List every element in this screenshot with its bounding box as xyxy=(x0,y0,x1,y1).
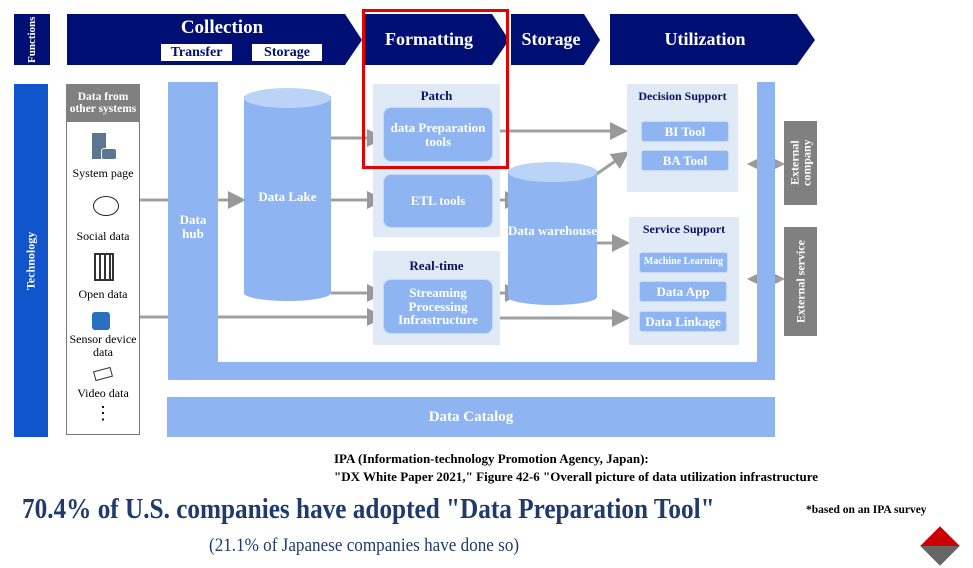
formatting-banner xyxy=(364,14,509,65)
formatting-label: Formatting xyxy=(385,29,473,49)
decision-title: Decision Support xyxy=(638,89,727,103)
external-service: External service xyxy=(784,227,817,336)
data-catalog: Data Catalog xyxy=(167,397,775,437)
streaming-infrastructure[interactable]: Streaming Processing Infrastructure xyxy=(383,279,493,334)
warehouse-label: Data warehouse xyxy=(508,223,597,238)
data-preparation-tools[interactable]: data Preparation tools xyxy=(383,107,493,162)
subline: (21.1% of Japanese companies have done s… xyxy=(209,535,520,556)
chip-icon xyxy=(92,312,110,330)
more-icon: ⋮ xyxy=(94,403,112,423)
external-company: External company xyxy=(784,121,817,205)
source-video-data: Video data xyxy=(77,386,129,400)
source-social-data: Social data xyxy=(76,229,130,243)
data-hub xyxy=(168,82,218,380)
warehouse-cylinder xyxy=(508,170,597,305)
data-hub-label: Data hub xyxy=(179,212,207,241)
storage-banner xyxy=(511,14,600,65)
warehouse-top xyxy=(508,162,597,182)
source-sensor-data: Sensor device data xyxy=(69,332,137,359)
machine-learning[interactable]: Machine Learning xyxy=(639,252,728,273)
building-icon xyxy=(94,253,114,281)
bi-tool[interactable]: BI Tool xyxy=(641,121,729,142)
highlight-box xyxy=(362,9,509,169)
social-icon xyxy=(93,196,119,216)
source-open-data: Open data xyxy=(78,287,128,301)
sources-header: Data from other systems xyxy=(66,84,140,122)
realtime-title: Real-time xyxy=(409,258,464,273)
data-lake-cylinder xyxy=(244,96,331,301)
footnote: *based on an IPA survey xyxy=(806,504,927,516)
source-line-1: IPA (Information-technology Promotion Ag… xyxy=(334,451,649,466)
source-system-page: System page xyxy=(72,166,134,180)
sql-icon xyxy=(101,148,117,160)
data-lake-top xyxy=(244,88,331,108)
data-hub-right xyxy=(757,82,775,380)
utilization-label: Utilization xyxy=(664,29,746,49)
functions-label: Functions xyxy=(14,14,50,65)
utilization-banner xyxy=(610,14,815,65)
technology-label: Technology xyxy=(14,84,48,437)
data-lake-label: Data Lake xyxy=(258,189,317,204)
data-linkage[interactable]: Data Linkage xyxy=(639,311,727,332)
ba-tool[interactable]: BA Tool xyxy=(641,150,729,171)
data-app[interactable]: Data App xyxy=(639,281,727,302)
transfer-label: Transfer xyxy=(161,44,232,61)
service-title: Service Support xyxy=(642,222,726,236)
storage-sub-label: Storage xyxy=(252,44,322,61)
patch-title: Patch xyxy=(420,88,453,103)
storage-label: Storage xyxy=(521,29,581,49)
etl-tools[interactable]: ETL tools xyxy=(383,174,493,228)
collection-label: Collection xyxy=(180,17,264,38)
headline: 70.4% of U.S. companies have adopted "Da… xyxy=(22,493,715,525)
source-line-2: "DX White Paper 2021," Figure 42-6 "Over… xyxy=(334,469,819,484)
data-hub-bottom xyxy=(168,362,775,380)
